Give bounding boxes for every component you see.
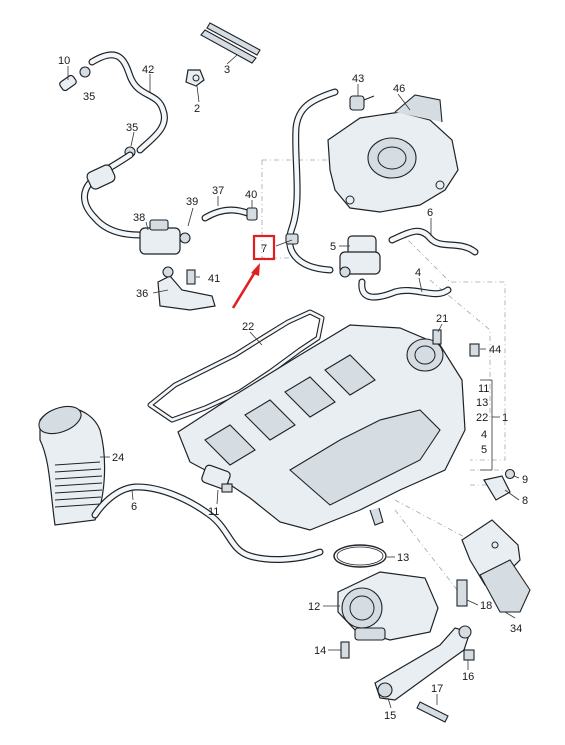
strap-clip-part-3: [200, 22, 261, 64]
callout-labels: 10 35 42 3 2 43 46 35 37 40 39 38 6 7 5 …: [58, 55, 528, 722]
label-37: 37: [212, 185, 224, 197]
clip-part-2: [185, 69, 205, 87]
hose-part-7: [285, 88, 339, 274]
label-4-group: 4: [481, 429, 487, 441]
label-11: 11: [208, 506, 219, 518]
bolt-part-14: [340, 641, 350, 659]
sensor-part-8: [483, 475, 511, 501]
intake-manifold-part-1: [177, 324, 466, 531]
label-15: 15: [384, 710, 396, 722]
bolt-part-17: [416, 701, 449, 723]
label-36: 36: [136, 288, 148, 300]
highlight-part-7: [231, 234, 276, 309]
label-40: 40: [245, 189, 257, 201]
label-21: 21: [436, 313, 448, 325]
seal-ring-part-13: [333, 544, 387, 568]
label-13-group: 13: [476, 397, 488, 409]
sensor-part-43: [349, 95, 375, 111]
label-5-group: 5: [481, 444, 487, 456]
label-4: 4: [415, 267, 421, 279]
label-7: 7: [261, 243, 267, 255]
label-9: 9: [522, 474, 528, 486]
label-16: 16: [462, 671, 474, 683]
label-43: 43: [352, 73, 364, 85]
hose-part-6-lower: [91, 483, 324, 563]
label-10: 10: [58, 55, 70, 67]
bolt-part-21: [432, 329, 442, 345]
label-6-b: 6: [131, 501, 137, 513]
label-12: 12: [308, 601, 320, 613]
highlight-arrow: [231, 271, 257, 309]
label-46: 46: [393, 83, 405, 95]
label-11-group: 11: [478, 383, 489, 395]
bolt-part-44: [469, 343, 480, 357]
label-8: 8: [522, 495, 528, 507]
label-6: 6: [427, 207, 433, 219]
bracket-part-36: [157, 266, 216, 311]
leader-lines: [67, 54, 520, 709]
label-35-b: 35: [126, 122, 138, 134]
sensor-part-11: [201, 464, 233, 493]
label-18: 18: [480, 600, 492, 612]
label-38: 38: [133, 212, 145, 224]
clip-part-40: [246, 207, 258, 221]
label-24: 24: [112, 452, 124, 464]
label-1: 1: [502, 412, 508, 424]
breather-hose-part-42: [88, 51, 168, 154]
bolt-part-41: [186, 269, 196, 285]
label-35: 35: [83, 91, 95, 103]
label-44: 44: [489, 344, 501, 356]
highlight-box: [252, 234, 276, 261]
highlight-arrowhead-icon: [251, 263, 260, 276]
throttle-body-part-12: [337, 571, 439, 641]
nut-part-16: [463, 649, 475, 661]
gasket-part-22: [147, 309, 325, 423]
bolt-part-18: [456, 579, 468, 607]
label-41: 41: [208, 273, 220, 285]
hose-part-4: [358, 278, 452, 301]
label-22-group: 22: [476, 412, 488, 424]
label-5: 5: [330, 241, 336, 253]
label-14: 14: [314, 645, 326, 657]
label-34: 34: [510, 623, 522, 635]
intake-pipe-part-24: [38, 405, 106, 526]
label-39: 39: [186, 196, 198, 208]
bolt-part-9: [504, 468, 516, 480]
label-22: 22: [242, 321, 254, 333]
bracket-part-34: [461, 519, 531, 613]
valve-cover-part-46: [327, 94, 459, 213]
label-3: 3: [224, 64, 230, 76]
filter-canister: [86, 164, 116, 190]
label-13: 13: [397, 552, 409, 564]
valve-part-5: [339, 235, 381, 278]
label-42: 42: [142, 64, 154, 76]
solenoid-valve-part-38: [139, 219, 191, 255]
label-17: 17: [431, 683, 443, 695]
clip-part-10: [59, 66, 91, 92]
hose-part-6-upper: [388, 227, 479, 256]
label-2: 2: [194, 103, 200, 115]
